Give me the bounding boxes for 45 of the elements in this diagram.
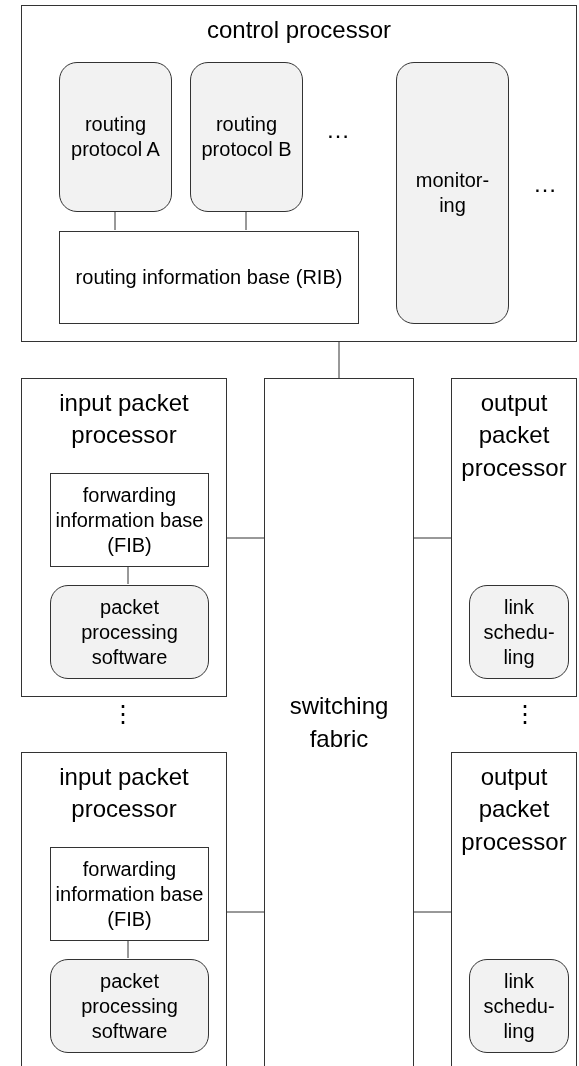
- ellipsis: …: [533, 172, 557, 196]
- node-label: routing information base (RIB): [74, 265, 344, 290]
- process-box: [469, 959, 569, 1053]
- node-label: input packet processor: [58, 762, 190, 825]
- data-box: [50, 473, 209, 567]
- connector-line: [226, 537, 265, 539]
- ellipsis: …: [326, 118, 350, 142]
- data-box: [59, 231, 359, 324]
- processor-box: [21, 752, 227, 1066]
- fabric-box: [264, 378, 414, 1066]
- processor-box: [451, 752, 577, 1066]
- node-label: monitor- ing: [414, 168, 491, 218]
- node-label: switching fabric: [288, 691, 390, 754]
- node-label: input packet processor: [58, 388, 190, 451]
- processor-box: [451, 378, 577, 697]
- node-label: routing protocol A: [70, 112, 161, 162]
- process-box: [50, 585, 209, 679]
- processor-box: [21, 378, 227, 697]
- process-box: [50, 959, 209, 1053]
- process-box: [469, 585, 569, 679]
- node-label: forwarding information base (FIB): [54, 856, 205, 932]
- vertical-ellipsis: ⋮: [111, 702, 135, 726]
- node-label: link schedu- ling: [482, 594, 556, 670]
- connector-line: [127, 939, 129, 959]
- connector-line: [338, 341, 340, 379]
- connector-line: [114, 210, 116, 231]
- process-box: [190, 62, 303, 212]
- node-label: packet processing software: [80, 594, 179, 670]
- connector-line: [226, 911, 265, 913]
- node-label: routing protocol B: [200, 112, 293, 162]
- node-label: output packet processor: [460, 762, 568, 857]
- node-label: link schedu- ling: [482, 968, 556, 1044]
- processor-box: [21, 5, 577, 342]
- connector-line: [245, 210, 247, 231]
- connector-line: [127, 565, 129, 585]
- node-label: control processor: [205, 15, 393, 45]
- data-box: [50, 847, 209, 941]
- connector-line: [413, 911, 452, 913]
- vertical-ellipsis: ⋮: [513, 702, 537, 726]
- connector-line: [413, 537, 452, 539]
- process-box: [59, 62, 172, 212]
- node-label: output packet processor: [460, 388, 568, 483]
- node-label: packet processing software: [80, 968, 179, 1044]
- process-box: [396, 62, 509, 324]
- node-label: forwarding information base (FIB): [54, 482, 205, 558]
